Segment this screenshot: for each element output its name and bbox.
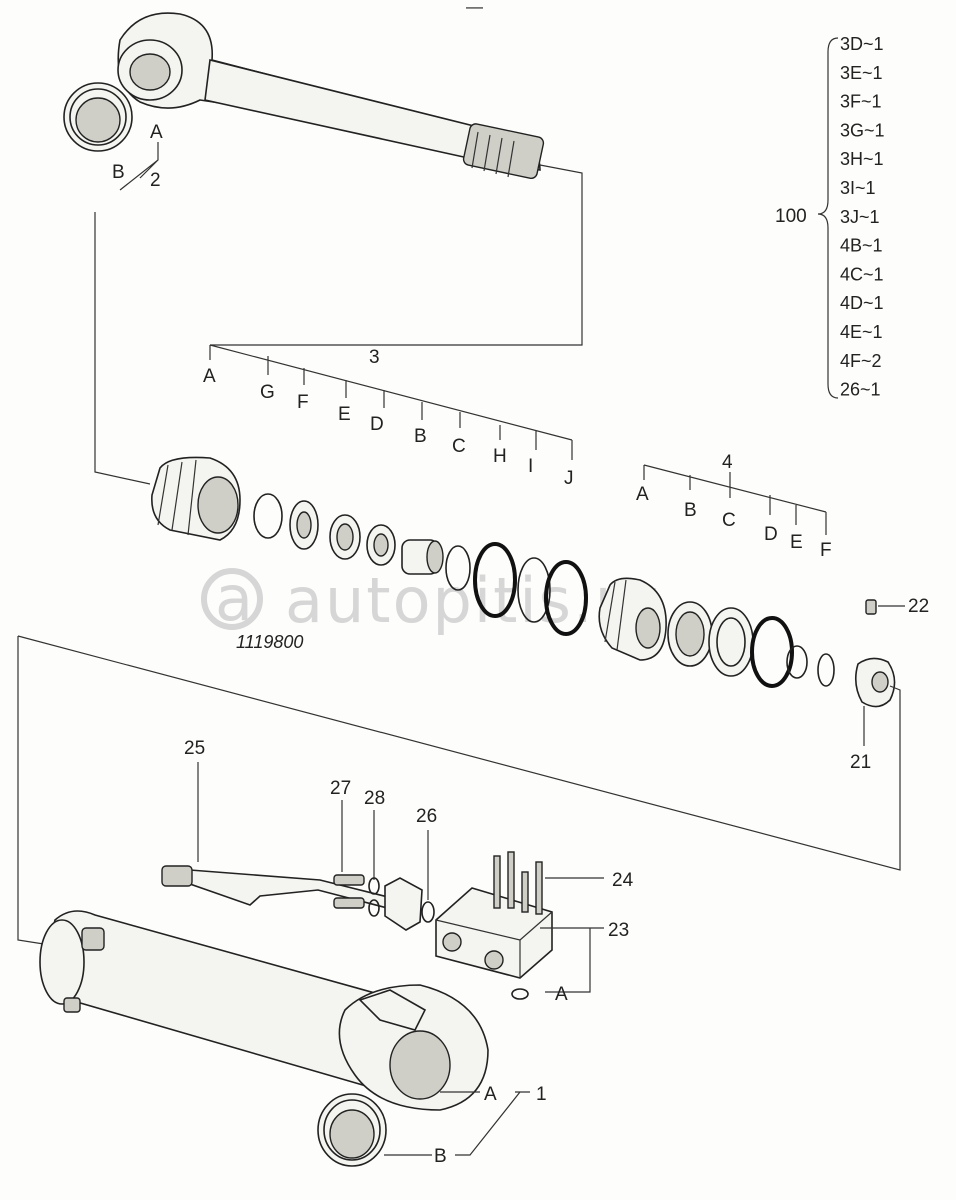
gland-sub-label: D [370, 414, 384, 435]
frame-line-right [17, 635, 901, 871]
label-part-3: 3 [369, 347, 380, 368]
kit-item: 3E~1 [840, 63, 883, 83]
oring-23a [511, 988, 529, 1000]
label-part-1-a: A [484, 1084, 497, 1105]
piston-sub-label: A [636, 484, 649, 505]
gland-sub-label: J [564, 468, 574, 489]
gland-sub-label: F [297, 392, 309, 413]
piston-sub-label: E [790, 532, 803, 553]
label-part-23-a: A [555, 984, 568, 1005]
gland-sub-label: I [528, 456, 533, 477]
frame-line-left-lower [17, 636, 51, 946]
label-part-25: 25 [184, 738, 205, 759]
kit-item: 3F~1 [840, 92, 882, 112]
kit-number: 100 [775, 206, 807, 227]
leader-gland [209, 344, 573, 460]
kit-item: 3H~1 [840, 149, 884, 169]
gland-sub-label: E [338, 404, 351, 425]
label-part-28: 28 [364, 788, 385, 809]
kit-item: 26~1 [840, 380, 881, 400]
gland-sub-label: G [260, 382, 275, 403]
kit-item: 4D~1 [840, 293, 884, 313]
label-rod-b: B [112, 162, 125, 183]
leader-piston [643, 464, 827, 535]
pipe-25 [161, 865, 402, 911]
set-screw [865, 599, 877, 615]
header-mark: — [466, 0, 483, 16]
piston-sub-label: B [684, 500, 697, 521]
bolts-27 [333, 874, 365, 909]
drawing-number: 1119800 [236, 632, 303, 652]
kit-items: 3D~1 3E~1 3F~1 3G~1 3H~1 3I~1 3J~1 4B~1 4C~1 4D~1… [840, 34, 885, 400]
leader-27-28 [341, 800, 375, 880]
bolts-24 [493, 851, 543, 915]
label-part-23: 23 [608, 920, 629, 941]
label-part-1-b: B [434, 1146, 447, 1167]
kit-item: 3D~1 [840, 34, 884, 54]
piston-seals [667, 601, 835, 688]
washers-28 [368, 877, 380, 917]
gland-seals [253, 493, 588, 636]
kit-item: 4E~1 [840, 322, 883, 342]
piston-sub-label: C [722, 510, 736, 531]
gland-sub-label: A [203, 366, 216, 387]
label-part-26: 26 [416, 806, 437, 827]
flange-block [384, 877, 423, 931]
gland-sub-label: H [493, 446, 507, 467]
kit-item: 3J~1 [840, 207, 880, 227]
label-part-2: 2 [150, 170, 161, 191]
kit-item: 4F~2 [840, 351, 882, 371]
label-part-24: 24 [612, 870, 634, 891]
piston-sub-label: D [764, 524, 778, 545]
leader-23 [540, 927, 604, 993]
kit-item: 3I~1 [840, 178, 876, 198]
piston-sub-label: F [820, 540, 832, 561]
frame-line-left [94, 212, 151, 485]
kit-item: 3G~1 [840, 120, 885, 140]
leader-rod [119, 142, 159, 191]
kit-item: 4C~1 [840, 264, 884, 284]
cylinder-tube [39, 910, 489, 1111]
label-part-22: 22 [908, 596, 929, 617]
gland-sub-label: C [452, 436, 466, 457]
label-part-4: 4 [722, 452, 733, 473]
label-rod-a: A [150, 122, 163, 143]
gland-body [151, 456, 241, 541]
svg-text:a: a [215, 562, 255, 635]
label-part-21: 21 [850, 752, 871, 773]
kit-list: 100 3D~1 3E~1 3F~1 3G~1 3H~1 3I~1 3J~1 4B~1 4C~1… [775, 34, 885, 400]
piston-rod [63, 12, 545, 180]
frame-line-top [210, 164, 583, 346]
gland-sub-label: B [414, 426, 427, 447]
piston-nut [854, 657, 896, 708]
rod-bushing [63, 82, 133, 152]
oring-26 [421, 901, 435, 923]
label-part-27: 27 [330, 778, 351, 799]
leader-part-1 [440, 1091, 530, 1156]
piston-body [598, 577, 667, 661]
rod-thread [462, 123, 545, 180]
cylinder-bushing [317, 1093, 387, 1167]
kit-item: 4B~1 [840, 236, 883, 256]
label-part-1: 1 [536, 1084, 547, 1105]
